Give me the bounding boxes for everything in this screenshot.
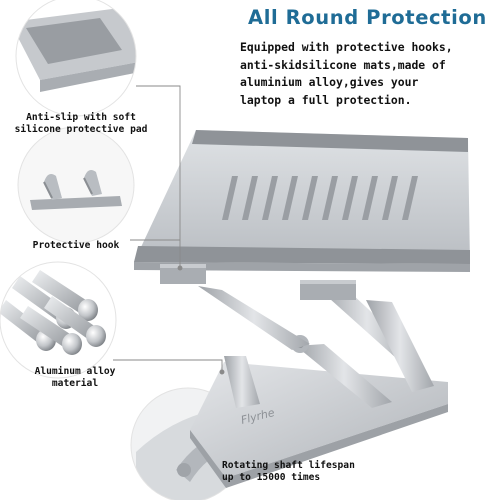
vent-slots bbox=[222, 176, 418, 220]
callout-label-line: Rotating shaft lifespan bbox=[222, 460, 355, 471]
callout-label-line: Protective hook bbox=[32, 240, 120, 251]
silicone-pad-detail-ring bbox=[15, 0, 137, 117]
callout-label-hook: Protective hook bbox=[6, 240, 146, 252]
protective-hook-detail-image bbox=[18, 127, 134, 243]
headline-title: All Round Protection bbox=[248, 6, 487, 29]
callout-label-line: Aluminum alloy bbox=[34, 366, 116, 377]
description-line: Equipped with protective hooks, bbox=[240, 40, 453, 54]
upper-arm-left bbox=[198, 286, 310, 350]
silicone-strip-bottom bbox=[134, 246, 470, 264]
laptop-stand-illustration bbox=[134, 130, 470, 488]
callout-label-line: up to 15000 times bbox=[222, 471, 321, 483]
silicone-pad-detail-image bbox=[16, 0, 136, 116]
headline-description: Equipped with protective hooks, anti-ski… bbox=[240, 39, 498, 109]
stand-top-plate bbox=[134, 130, 470, 264]
protective-hook-detail-ring bbox=[17, 126, 135, 244]
callout-label-line: Anti-slip with soft bbox=[26, 112, 136, 123]
description-line: anti-skidsilicone mats,made of bbox=[240, 57, 446, 72]
callout-label-pad: Anti-slip with soft silicone protective … bbox=[6, 112, 156, 135]
callout-label-line: material bbox=[51, 377, 99, 389]
leader-line-pad bbox=[136, 85, 181, 268]
callout-label-shaft: Rotating shaft lifespan up to 15000 time… bbox=[222, 460, 382, 483]
callout-label-alloy: Aluminum alloy material bbox=[10, 366, 140, 389]
protective-hook-left bbox=[160, 264, 206, 284]
leader-lines bbox=[113, 85, 225, 375]
lower-arm-right bbox=[296, 344, 392, 408]
silicone-strip-top bbox=[192, 130, 468, 152]
protective-hook-right bbox=[300, 280, 356, 300]
callout-label-line: silicone protective pad bbox=[14, 123, 148, 135]
aluminum-rods-detail-ring bbox=[0, 261, 117, 379]
description-line: laptop a full protection. bbox=[240, 92, 412, 107]
leader-line-alloy bbox=[113, 359, 223, 372]
description-line: aluminium alloy,gives your bbox=[240, 75, 419, 89]
lower-arm-left bbox=[224, 356, 260, 408]
aluminum-rods-detail-image bbox=[0, 262, 116, 378]
